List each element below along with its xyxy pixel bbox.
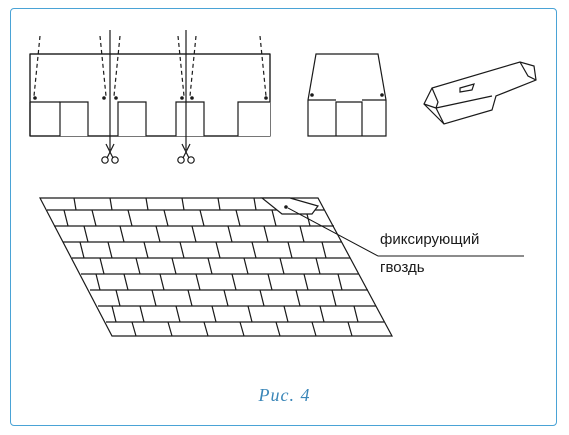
- scissors-icon: [101, 143, 119, 164]
- roof-shingles: [39, 197, 394, 337]
- ridge-piece-folded: [423, 61, 537, 125]
- scissors-icon: [177, 143, 195, 164]
- ridge-piece-cut: [307, 53, 387, 137]
- nail-label-line1: фиксирующий: [380, 231, 480, 248]
- label-leader: [287, 207, 524, 257]
- shingle-strip: [29, 30, 271, 150]
- nail-label-line2: гвоздь: [380, 259, 425, 276]
- figure-caption: Рис. 4: [258, 385, 311, 405]
